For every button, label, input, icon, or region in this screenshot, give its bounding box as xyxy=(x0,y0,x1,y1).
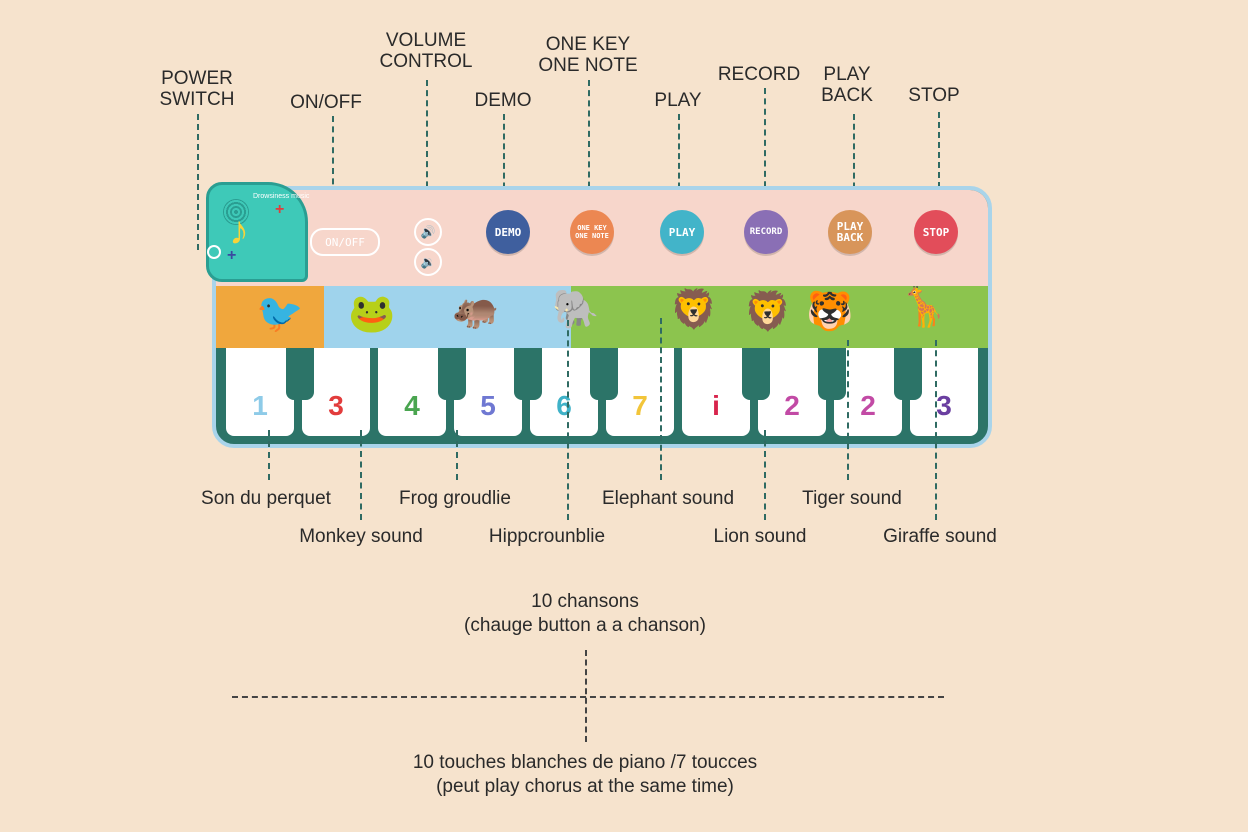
black-key[interactable] xyxy=(742,348,770,400)
hippo-sound-label: Hippcrounblie xyxy=(488,526,606,547)
control-band: ON/OFF 🔊 🔉 DEMO ONE KEY ONE NOTE PLAY RE… xyxy=(216,190,988,286)
piano-key-3[interactable]: 4 xyxy=(378,348,446,436)
speaker-grille-icon xyxy=(223,199,249,225)
piano-mat: ON/OFF 🔊 🔉 DEMO ONE KEY ONE NOTE PLAY RE… xyxy=(212,186,992,448)
black-key[interactable] xyxy=(818,348,846,400)
demo-label: DEMO xyxy=(474,90,532,111)
record-leader xyxy=(764,88,766,208)
lion-icon: 🦁 xyxy=(670,289,718,331)
play-back-label: PLAY BACK xyxy=(821,64,873,106)
one-key-one-note-button[interactable]: ONE KEY ONE NOTE xyxy=(570,210,614,254)
one-key-leader xyxy=(588,80,590,208)
piano-keys: 1 3 4 5 6 7 i 2 2 3 xyxy=(226,348,982,438)
frog-sound-label: Frog groudlie xyxy=(399,488,511,509)
play-back-button[interactable]: PLAY BACK xyxy=(828,210,872,254)
elephant-leader xyxy=(660,318,662,480)
stop-label: STOP xyxy=(908,85,960,106)
power-switch-leader xyxy=(197,114,199,250)
tiger-sound-label: Tiger sound xyxy=(802,488,902,509)
plus-icon: + xyxy=(227,247,237,264)
giraffe-icon: 🦒 xyxy=(900,287,948,329)
brand-text: Drowsiness music xyxy=(253,193,310,200)
play-back-leader xyxy=(853,114,855,208)
tiger-leader xyxy=(847,340,849,480)
music-note-icon: ♪ xyxy=(229,209,249,253)
giraffe-leader xyxy=(935,340,937,520)
power-switch-knob[interactable] xyxy=(207,245,221,259)
tiger-icon: 🐯 xyxy=(806,291,854,333)
volume-up-icon[interactable]: 🔊 xyxy=(414,218,442,246)
black-key[interactable] xyxy=(894,348,922,400)
horizontal-divider xyxy=(232,696,944,698)
monkey-leader xyxy=(360,430,362,520)
giraffe-sound-label: Giraffe sound xyxy=(883,526,997,547)
on-off-button[interactable]: ON/OFF xyxy=(310,228,380,256)
elephant-icon: 🐘 xyxy=(552,289,600,331)
power-switch-label: POWER SWITCH xyxy=(159,68,235,110)
stop-leader xyxy=(938,112,940,208)
volume-control-label: VOLUME CONTROL xyxy=(379,30,473,72)
on-off-label: ON/OFF xyxy=(290,92,362,113)
frog-icon: 🐸 xyxy=(348,293,396,335)
son-du-perquet-label: Son du perquet xyxy=(201,488,331,509)
lion-sound-label: Lion sound xyxy=(713,526,807,547)
son-du-perquet-leader xyxy=(268,430,270,480)
piano-key-7[interactable]: i xyxy=(682,348,750,436)
plus-icon: + xyxy=(275,201,285,218)
volume-leader xyxy=(426,80,428,228)
bird-icon: 🐦 xyxy=(256,293,304,335)
demo-button[interactable]: DEMO xyxy=(486,210,530,254)
piano-key-1[interactable]: 1 xyxy=(226,348,294,436)
hippo-leader xyxy=(567,320,569,520)
on-off-leader xyxy=(332,116,334,226)
black-key[interactable] xyxy=(286,348,314,400)
record-button[interactable]: RECORD xyxy=(744,210,788,254)
lion-cub-icon: 🦁 xyxy=(744,291,792,333)
songs-note: 10 chansons (chauge button a a chanson) xyxy=(464,590,706,638)
songs-note-line1: 10 chansons xyxy=(531,591,639,612)
vertical-divider xyxy=(585,650,587,742)
hippo-icon: 🦛 xyxy=(452,289,500,331)
play-label: PLAY xyxy=(654,90,702,111)
frog-leader xyxy=(456,430,458,480)
one-key-one-note-label: ONE KEY ONE NOTE xyxy=(538,34,638,76)
record-label: RECORD xyxy=(717,64,801,85)
black-key[interactable] xyxy=(590,348,618,400)
lion-leader xyxy=(764,430,766,520)
elephant-sound-label: Elephant sound xyxy=(601,488,735,509)
keys-note-line1: 10 touches blanches de piano /7 toucces xyxy=(412,752,758,773)
songs-note-line2: (chauge button a a chanson) xyxy=(464,615,706,636)
volume-down-icon[interactable]: 🔉 xyxy=(414,248,442,276)
keys-note-line2: (peut play chorus at the same time) xyxy=(436,776,734,797)
keys-note: 10 touches blanches de piano /7 toucces … xyxy=(413,751,757,799)
stop-button[interactable]: STOP xyxy=(914,210,958,254)
animal-scene: 🐦 🐸 🦛 🐘 🦁 🦁 🐯 🦒 xyxy=(216,286,988,348)
monkey-sound-label: Monkey sound xyxy=(299,526,423,547)
demo-leader xyxy=(503,114,505,208)
play-leader xyxy=(678,114,680,208)
black-key[interactable] xyxy=(514,348,542,400)
black-key[interactable] xyxy=(438,348,466,400)
power-switch-panel[interactable]: Drowsiness music ♪ + + xyxy=(206,182,310,282)
play-button[interactable]: PLAY xyxy=(660,210,704,254)
